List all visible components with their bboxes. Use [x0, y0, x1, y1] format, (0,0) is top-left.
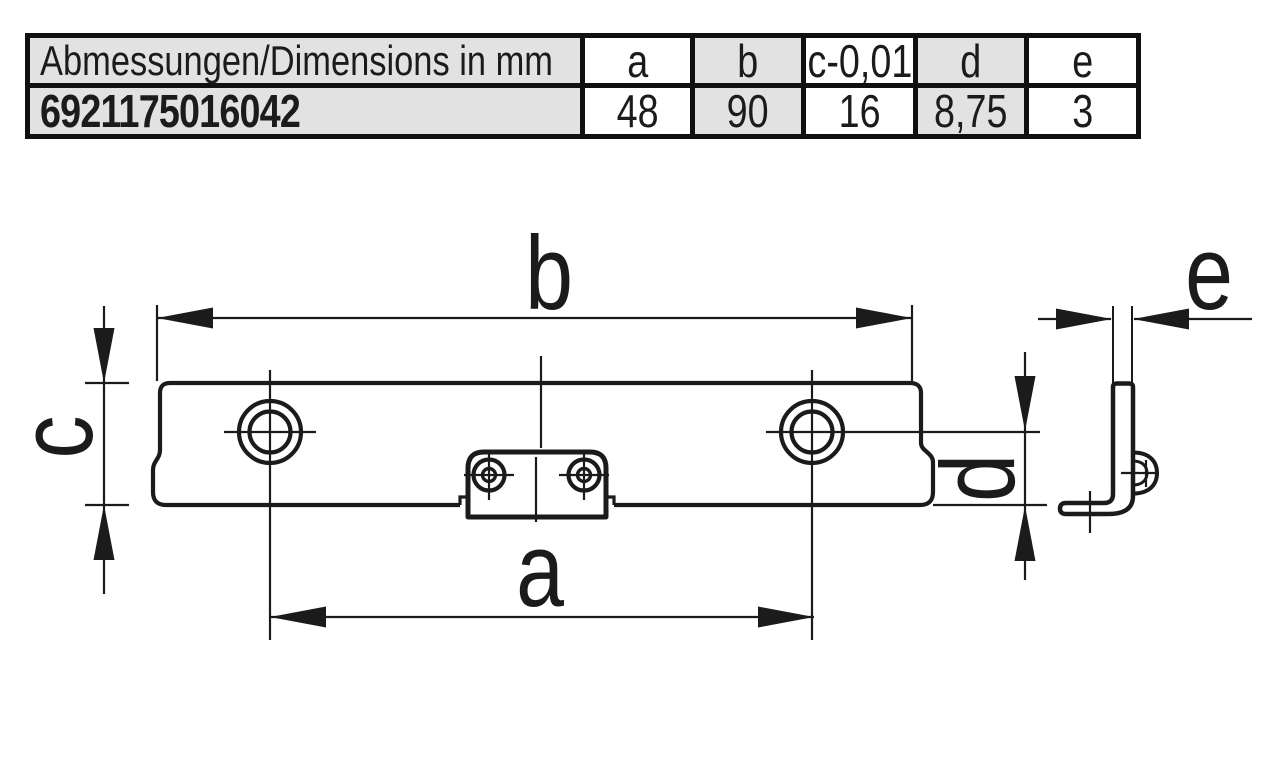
- dimension-b: b: [155, 215, 914, 381]
- dimensions-table: Abmessungen/Dimensions in mm a b c-0,01 …: [25, 33, 1141, 139]
- bracket-hole-left: [464, 450, 514, 500]
- front-view-plate: [150, 356, 1040, 640]
- dimension-e: e: [1038, 215, 1252, 383]
- column-header-a: a: [585, 35, 690, 87]
- center-bracket: [458, 449, 616, 522]
- dimension-c: c: [0, 306, 129, 594]
- value-a: 48: [585, 85, 690, 137]
- arrowhead: [157, 307, 213, 329]
- part-number-cell: 6921175016042: [30, 85, 580, 137]
- value-e: 3: [1029, 85, 1136, 137]
- dimension-a: a: [270, 512, 814, 629]
- side-view-profile: [1057, 381, 1160, 533]
- left-hole: [224, 370, 316, 640]
- arrowhead: [93, 328, 115, 383]
- dim-label-b: b: [525, 215, 573, 332]
- dim-label-a: a: [516, 512, 564, 629]
- arrowhead: [1014, 376, 1036, 431]
- right-hole: [766, 370, 1040, 640]
- part-number: 6921175016042: [40, 85, 301, 137]
- bracket-steps: [458, 495, 616, 505]
- column-header-e: e: [1029, 35, 1136, 87]
- arrowhead: [856, 307, 912, 329]
- table-title: Abmessungen/Dimensions in mm: [40, 36, 553, 84]
- arrowhead: [93, 505, 115, 560]
- profile-outline: [1057, 381, 1136, 517]
- bracket-outline: [465, 449, 609, 520]
- arrowhead: [758, 606, 814, 628]
- dimension-d: d: [920, 352, 1047, 580]
- column-header-d: d: [918, 35, 1024, 87]
- table-title-cell: Abmessungen/Dimensions in mm: [30, 36, 580, 84]
- value-d: 8,75: [918, 85, 1024, 137]
- column-header-c: c-0,01: [806, 34, 913, 87]
- arrowhead: [1056, 308, 1112, 330]
- bracket-hole-right: [559, 450, 609, 500]
- dim-label-c: c: [0, 415, 115, 458]
- arrowhead: [1014, 506, 1036, 561]
- column-header-b: b: [695, 35, 801, 87]
- dim-label-d: d: [920, 454, 1037, 502]
- arrowhead: [270, 606, 326, 628]
- dim-label-e: e: [1185, 215, 1233, 332]
- value-c: 16: [806, 85, 913, 137]
- value-b: 90: [695, 85, 801, 137]
- arrowhead: [1133, 308, 1189, 330]
